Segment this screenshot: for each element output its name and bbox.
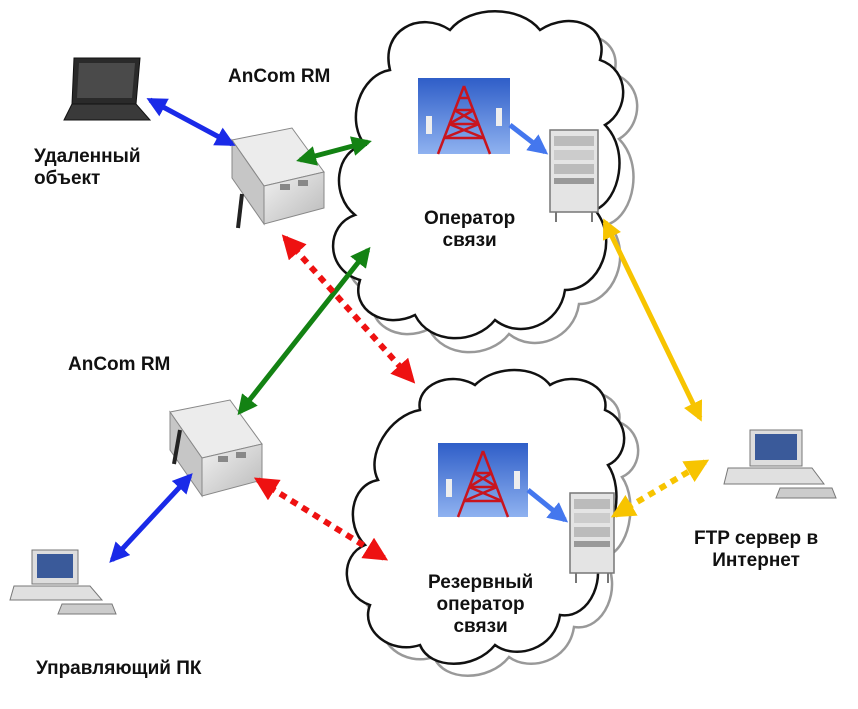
remote-object-line2: объект xyxy=(34,168,101,189)
remote-object-line1: Удаленный xyxy=(34,146,141,167)
backup-link xyxy=(253,477,389,561)
backup-link xyxy=(281,234,416,384)
desktop-pc-icon xyxy=(723,429,837,499)
operator-label: Оператор связи xyxy=(424,208,515,252)
ftp-server-label: FTP сервер в Интернет xyxy=(694,528,818,572)
reserve-operator-label: Резервный оператор связи xyxy=(428,572,533,638)
remote-object-label: Удаленный объект xyxy=(34,146,141,190)
radio-tower-icon xyxy=(438,443,528,518)
server-rack-icon xyxy=(569,492,615,583)
control-pc-label: Управляющий ПК xyxy=(36,658,202,679)
control-pc-modem-link xyxy=(109,473,193,563)
server-rack-icon xyxy=(549,129,599,222)
modem-operator-link xyxy=(296,136,372,166)
internal-link-arrow xyxy=(508,123,549,155)
radio-tower-icon xyxy=(418,78,510,155)
operator-line1: Оператор xyxy=(424,208,516,229)
desktop-pc-icon xyxy=(9,549,117,615)
operator-ftp-link xyxy=(602,218,703,422)
reserve-ftp-link xyxy=(610,459,710,518)
ancom-rm-label-bottom: AnCom RM xyxy=(68,354,171,375)
laptop-icon xyxy=(63,57,152,121)
reserve-operator-line3: связи xyxy=(453,616,508,637)
modem-icon xyxy=(231,127,325,229)
reserve-operator-line1: Резервный xyxy=(428,572,534,593)
reserve-operator-line2: оператор xyxy=(436,594,525,615)
ftp-server-line2: Интернет xyxy=(712,550,800,571)
laptop-modem-link xyxy=(146,97,236,147)
ancom-rm-label-top: AnCom RM xyxy=(228,66,331,87)
reserve-operator-cloud xyxy=(345,368,640,677)
ftp-server-line1: FTP сервер в xyxy=(694,528,819,549)
modem-operator-link xyxy=(237,246,371,416)
operator-line2: связи xyxy=(442,230,497,251)
internal-link-arrow xyxy=(526,488,569,523)
